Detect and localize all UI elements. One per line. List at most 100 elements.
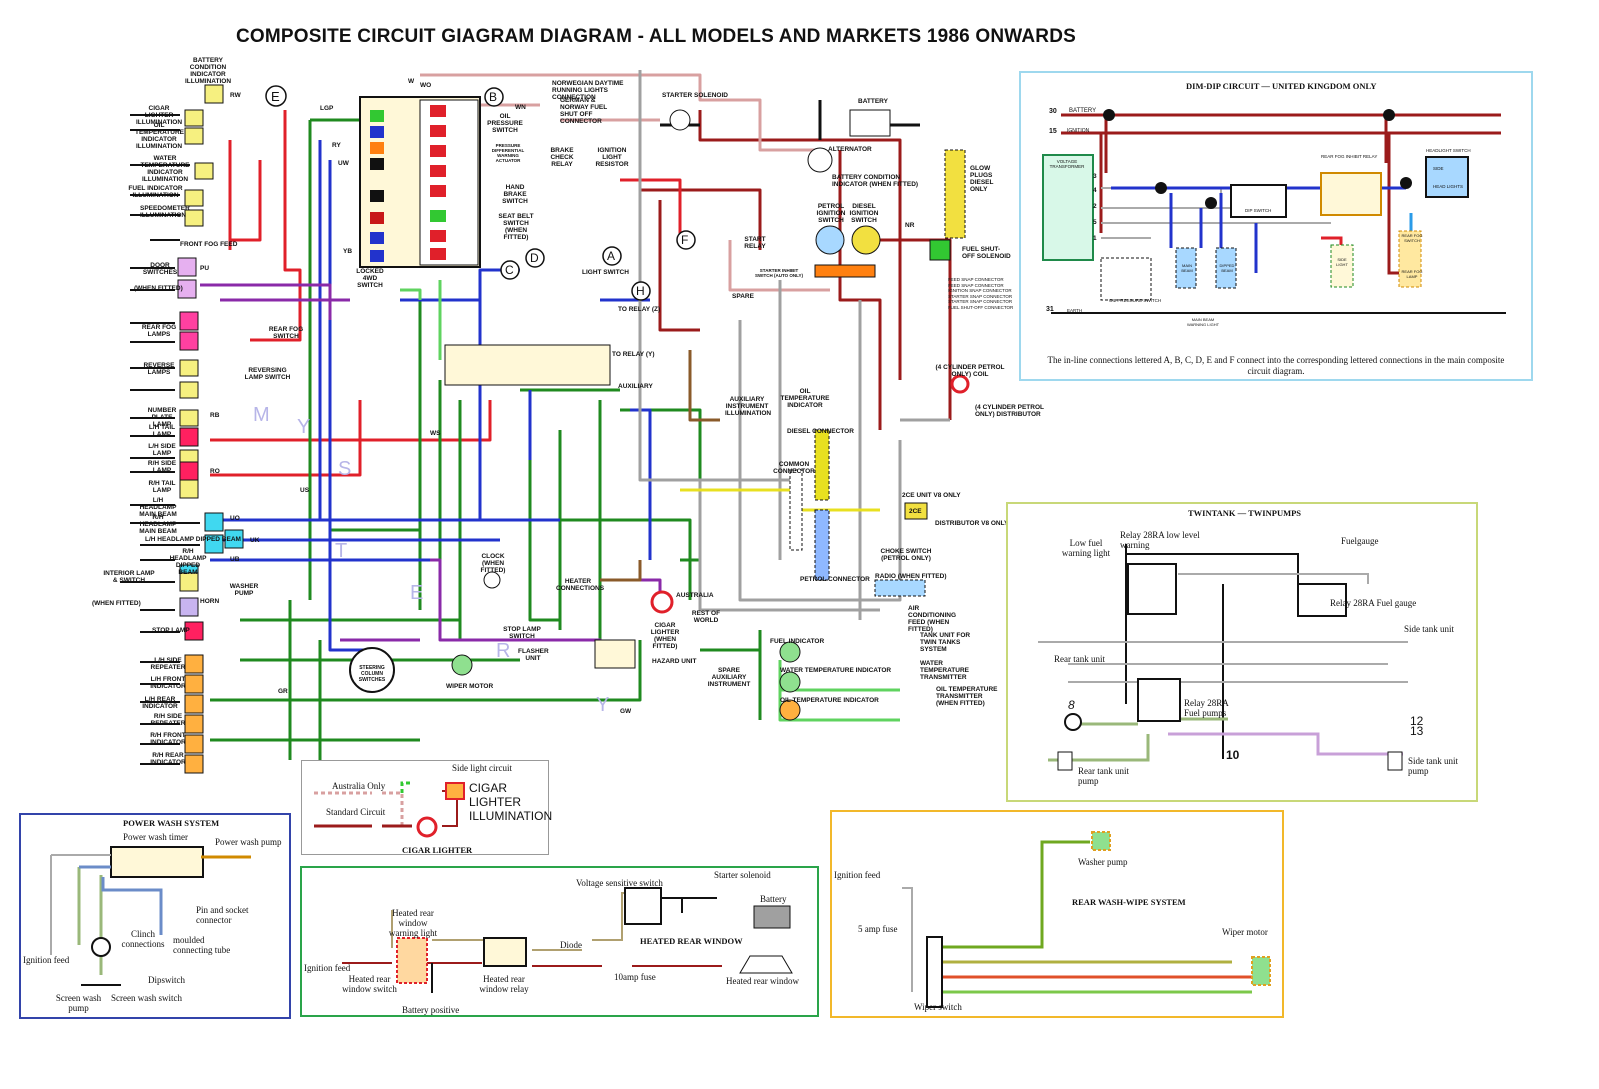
tt-side-pump: Side tank unit pump — [1408, 756, 1458, 776]
label-speedo-illum: SPEEDOMETER ILLUMINATION — [140, 205, 190, 219]
tt-n12: 12 — [1410, 714, 1424, 728]
dimdip-term: 4 — [1093, 187, 1097, 194]
dimdip-relay: REAR FOG INHIBIT RELAY — [1321, 154, 1378, 159]
watermark-letter: E — [410, 582, 424, 604]
label-interior-lamp: INTERIOR LAMP & SWITCH — [103, 570, 155, 584]
power-wash-ignition: Ignition feed — [23, 955, 70, 965]
label-seat-belt: SEAT BELT SWITCH (WHEN FITTED) — [498, 213, 534, 241]
label-fuel-shutoff: FUEL SHUT-OFF SOLENOID — [962, 246, 1011, 260]
hrw-voltage-switch: Voltage sensitive switch — [576, 878, 663, 888]
label-2ce-unit: 2CE UNIT V8 ONLY — [902, 492, 961, 499]
label-battery-condition: BATTERY CONDITION INDICATOR ILLUMINATION — [184, 57, 232, 85]
label-oil-temp-illum: OIL TEMPERATURE INDICATOR ILLUMINATION — [135, 122, 184, 150]
hrw-battery: Battery — [760, 894, 787, 904]
label-rh-tail: R/H TAIL LAMP — [148, 480, 176, 494]
label-lh-side-repeater: L/H SIDE REPEATER — [150, 657, 186, 671]
cigar-lighter-panel: Side light circuit CIGAR LIGHTER ILLUMIN… — [301, 760, 552, 855]
label-stop-lamp: STOP LAMP — [152, 627, 190, 634]
wire-code: LGP — [320, 105, 334, 112]
label-petrol-connector: PETROL CONNECTOR — [800, 576, 870, 583]
label-lh-side: L/H SIDE LAMP — [148, 443, 176, 457]
tt-fuelgauge: Fuelgauge — [1341, 536, 1379, 546]
label-when-fitted-2: (WHEN FITTED) — [92, 600, 141, 607]
dimdip-n31: 31 — [1046, 306, 1054, 313]
label-oil-temp-indicator: OIL TEMPERATURE INDICATOR — [780, 388, 830, 409]
label-water-temp-tx: WATER TEMPERATURE TRANSMITTER — [920, 660, 969, 681]
label-number-plate: NUMBER PLATE LAMP — [147, 407, 177, 428]
watermark-letter: S — [338, 458, 352, 480]
dimdip-rear-fog-switch: REAR FOG SWITCH — [1401, 233, 1423, 243]
label-heater: HEATER CONNECTIONS — [556, 578, 605, 592]
label-front-fog: FRONT FOG FEED — [180, 241, 238, 248]
label-rest-of-world: REST OF WORLD — [691, 610, 721, 624]
diagram-title: COMPOSITE CIRCUIT GIAGRAM DIAGRAM - ALL … — [236, 26, 1077, 47]
watermark-letter: Y — [596, 694, 610, 716]
tt-relay-pumps: Relay 28RA Fuel pumps — [1184, 698, 1229, 718]
clinch: Clinch connections — [121, 929, 165, 949]
pin-socket: Pin and socket connector — [196, 905, 249, 925]
wire-code: WO — [420, 82, 432, 89]
label-horn: HORN — [200, 598, 220, 605]
label-reverse-lamps: REVERSE LAMPS — [143, 362, 175, 376]
label-steering-column: STEERING COLUMN SWITCHES — [358, 665, 386, 683]
label-distributor: (4 CYLINDER PETROL ONLY) DISTRIBUTOR — [975, 404, 1044, 418]
cigar-standard: Standard Circuit — [326, 807, 386, 817]
moulded-tube: moulded connecting tube — [173, 935, 231, 955]
label-wiper-motor: WIPER MOTOR — [446, 683, 494, 690]
label-rh-side: R/H SIDE LAMP — [147, 460, 177, 474]
label-light-switch: LIGHT SWITCH — [582, 269, 629, 276]
hrw-warning-light: Heated rear window warning light — [388, 908, 438, 938]
dimdip-head: HEAD LIGHTS — [1433, 184, 1464, 189]
wire-code: WN — [515, 104, 526, 111]
label-oil-pressure-switch: OIL PRESSURE SWITCH — [487, 113, 523, 134]
label-clock: CLOCK (WHEN FITTED) — [480, 553, 506, 574]
label-starter-solenoid: STARTER SOLENOID — [662, 92, 728, 99]
label-water-temp-illum: WATER TEMPERATURE INDICATOR ILLUMINATION — [140, 155, 190, 183]
dimdip-vt: VOLTAGE TRANSFORMER — [1049, 159, 1085, 169]
label-to-relay-y: TO RELAY (Y) — [612, 351, 655, 358]
legend-item: FEED SNAP CONNECTOR — [948, 282, 1004, 288]
connection-letter-b: B — [489, 90, 498, 104]
screen-wash-switch: Screen wash switch — [111, 993, 182, 1003]
connection-letter-c: C — [505, 263, 514, 277]
label-oil-temp-tx: OIL TEMPERATURE TRANSMITTER (WHEN FITTED… — [936, 686, 998, 707]
rear-wash-wipe-panel: Washer pump Ignition feed REAR WASH-WIPE… — [830, 810, 1284, 1018]
hrw-battery-positive: Battery positive — [402, 1005, 460, 1015]
wire-code: GW — [620, 708, 632, 715]
watermark-letter: M — [253, 404, 270, 426]
label-when-fitted: (WHEN FITTED) — [134, 285, 183, 292]
label-stop-lamp-switch: STOP LAMP SWITCH — [503, 626, 541, 640]
hrw-relay: Heated rear window relay — [479, 974, 529, 994]
wire-code: WS — [430, 430, 441, 437]
tt-relay-fuel: Relay 28RA Fuel gauge — [1330, 598, 1417, 608]
cigar-australia: Australia Only — [332, 781, 386, 791]
legend-item: IGNITION SNAP CONNECTOR — [948, 288, 1012, 293]
label-spare: SPARE — [732, 293, 754, 300]
label-rh-dipped: R/H HEADLAMP DIPPED BEAM — [169, 548, 207, 576]
twintank-panel: TWINTANK — TWINPUMPS Low fuel warning li… — [1006, 502, 1478, 802]
label-pressure-diff: PRESSURE DIFFERENTIAL WARNING ACTUATOR — [491, 143, 525, 163]
label-german: GERMAN & NORWAY FUEL SHUT OFF CONNECTOR — [560, 97, 608, 125]
rww-fuse: 5 amp fuse — [858, 924, 898, 934]
label-rh-rear-indicator: R/H REAR INDICATOR — [150, 752, 186, 766]
label-oil-temp-indicator-2: OIL TEMPERATURE INDICATOR — [780, 697, 879, 704]
power-wash-timer: Power wash timer — [123, 832, 188, 842]
wire-code: PU — [200, 265, 210, 272]
tt-relay-low: Relay 28RA low level warning — [1120, 530, 1200, 550]
dimdip-main-beam: MAIN BEAM — [1181, 263, 1193, 273]
dimdip-headlight: HEADLIGHT SWITCH — [1426, 148, 1471, 153]
label-door-switches: DOOR SWITCHES — [142, 262, 178, 276]
rww-wiper-switch: Wiper switch — [914, 1002, 962, 1012]
label-lh-dipped: L/H HEADLAMP DIPPED BEAM — [145, 536, 241, 543]
label-brake-check: BRAKE CHECK RELAY — [550, 147, 574, 168]
label-ignition-light: IGNITION LIGHT RESISTOR — [595, 147, 629, 168]
label-radio: RADIO (WHEN FITTED) — [875, 573, 947, 580]
dipswitch: Dipswitch — [148, 975, 185, 985]
dimdip-side-light: SIDE LIGHT — [1336, 257, 1348, 267]
label-aux-instr: AUXILIARY INSTRUMENT ILLUMINATION — [725, 396, 772, 417]
legend-item: FUEL SHUT-OFF CONNECTOR — [948, 304, 1014, 310]
label-choke: CHOKE SWITCH (PETROL ONLY) — [880, 548, 932, 562]
cigar-circuit — [314, 781, 465, 838]
dimdip-oil: OIL PRESSURE SWITCH — [1109, 298, 1162, 303]
power-wash-pump: Power wash pump — [215, 837, 282, 847]
